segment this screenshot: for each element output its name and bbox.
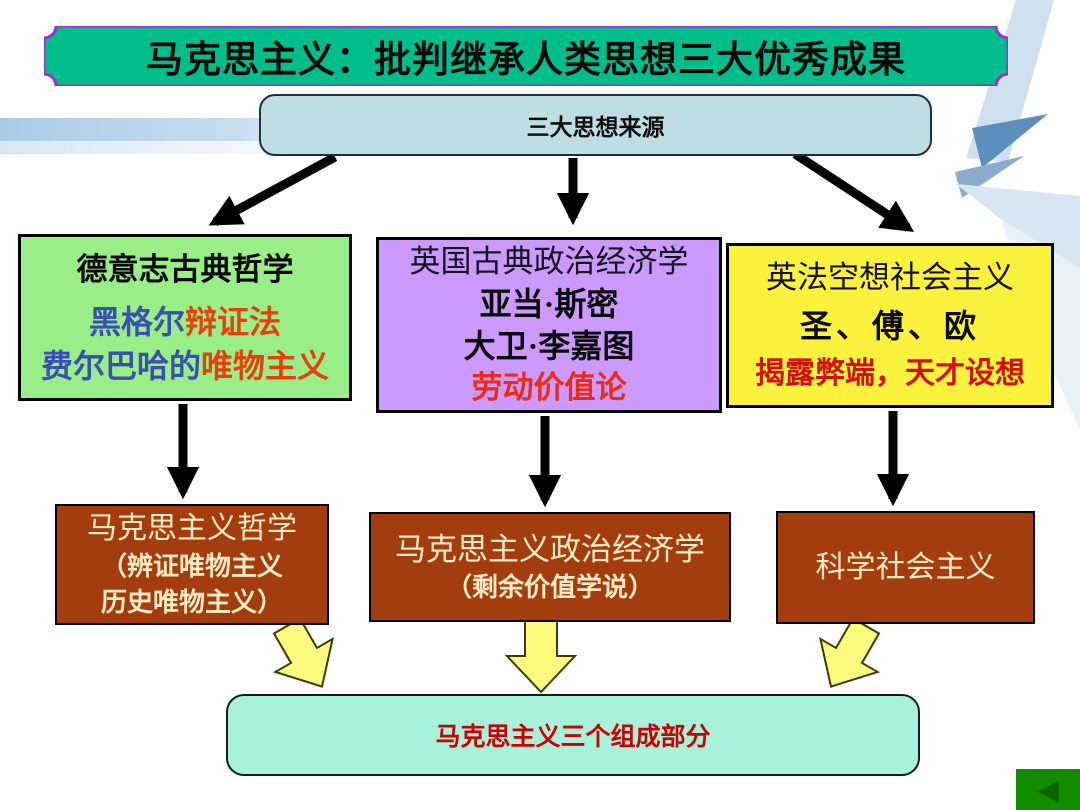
feuerbach-label: 费尔巴哈的 [40,347,201,384]
result-box-marxist-economy: 马克思主义政治经济学 （剩余价值学说） [369,512,731,622]
footer-label: 马克思主义三个组成部分 [435,724,711,751]
result-subtitle: 历史唯物主义） [100,588,283,617]
adam-smith-label: 亚当·斯密 [479,286,619,322]
david-ricardo-label: 大卫·李嘉图 [463,328,635,364]
utopian-note-label: 揭露弊端，天才设想 [755,356,1025,390]
source-line-hegel: 黑格尔辩证法 [89,300,281,344]
source-title: 英国古典政治经济学 [409,244,689,279]
result-title: 马克思主义政治经济学 [395,531,705,567]
result-subtitle: （剩余价值学说） [445,572,654,602]
result-box-scientific-socialism: 科学社会主义 [776,511,1035,624]
materialism-label: 唯物主义 [201,347,330,384]
source-box-german-philosophy: 德意志古典哲学 黑格尔辩证法 费尔巴哈的唯物主义 [18,234,352,401]
result-title: 科学社会主义 [815,551,996,584]
footer-box: 马克思主义三个组成部分 [226,694,920,776]
labor-value-theory-label: 劳动价值论 [471,370,627,405]
back-icon: ◀ [1037,772,1059,806]
source-title: 英法空想社会主义 [766,259,1014,295]
page-title: 马克思主义：批判继承人类思想三大优秀成果 [146,40,906,81]
stairs-fold-dark [972,114,1048,168]
stairs-fold-light [955,156,1024,198]
utopian-founders-label: 圣、傅、欧 [799,307,980,344]
dialectics-label: 辩证法 [185,303,282,340]
sources-header-label: 三大思想来源 [526,115,665,140]
hegel-label: 黑格尔 [88,303,185,340]
arrow-header-to-socialism [792,150,915,232]
source-box-british-economy: 英国古典政治经济学 亚当·斯密 大卫·李嘉图 劳动价值论 [376,237,722,413]
back-button[interactable]: ◀ [1016,769,1080,810]
arrow-header-to-philosophy [208,153,338,226]
result-box-marxist-philosophy: 马克思主义哲学 （辨证唯物主义 历史唯物主义） [55,504,329,625]
result-title: 马克思主义哲学 [87,512,297,545]
source-line-feuerbach: 费尔巴哈的唯物主义 [41,344,329,388]
yellow-arrow-middle [504,619,578,694]
source-box-utopian-socialism: 英法空想社会主义 圣、傅、欧 揭露弊端，天才设想 [726,243,1054,408]
title-banner: 马克思主义：批判继承人类思想三大优秀成果 [44,26,1008,86]
source-title: 德意志古典哲学 [76,251,294,287]
title-plaque-shape [44,26,1008,86]
sources-header-box: 三大思想来源 [259,94,932,156]
result-subtitle: （辨证唯物主义 [100,552,283,581]
